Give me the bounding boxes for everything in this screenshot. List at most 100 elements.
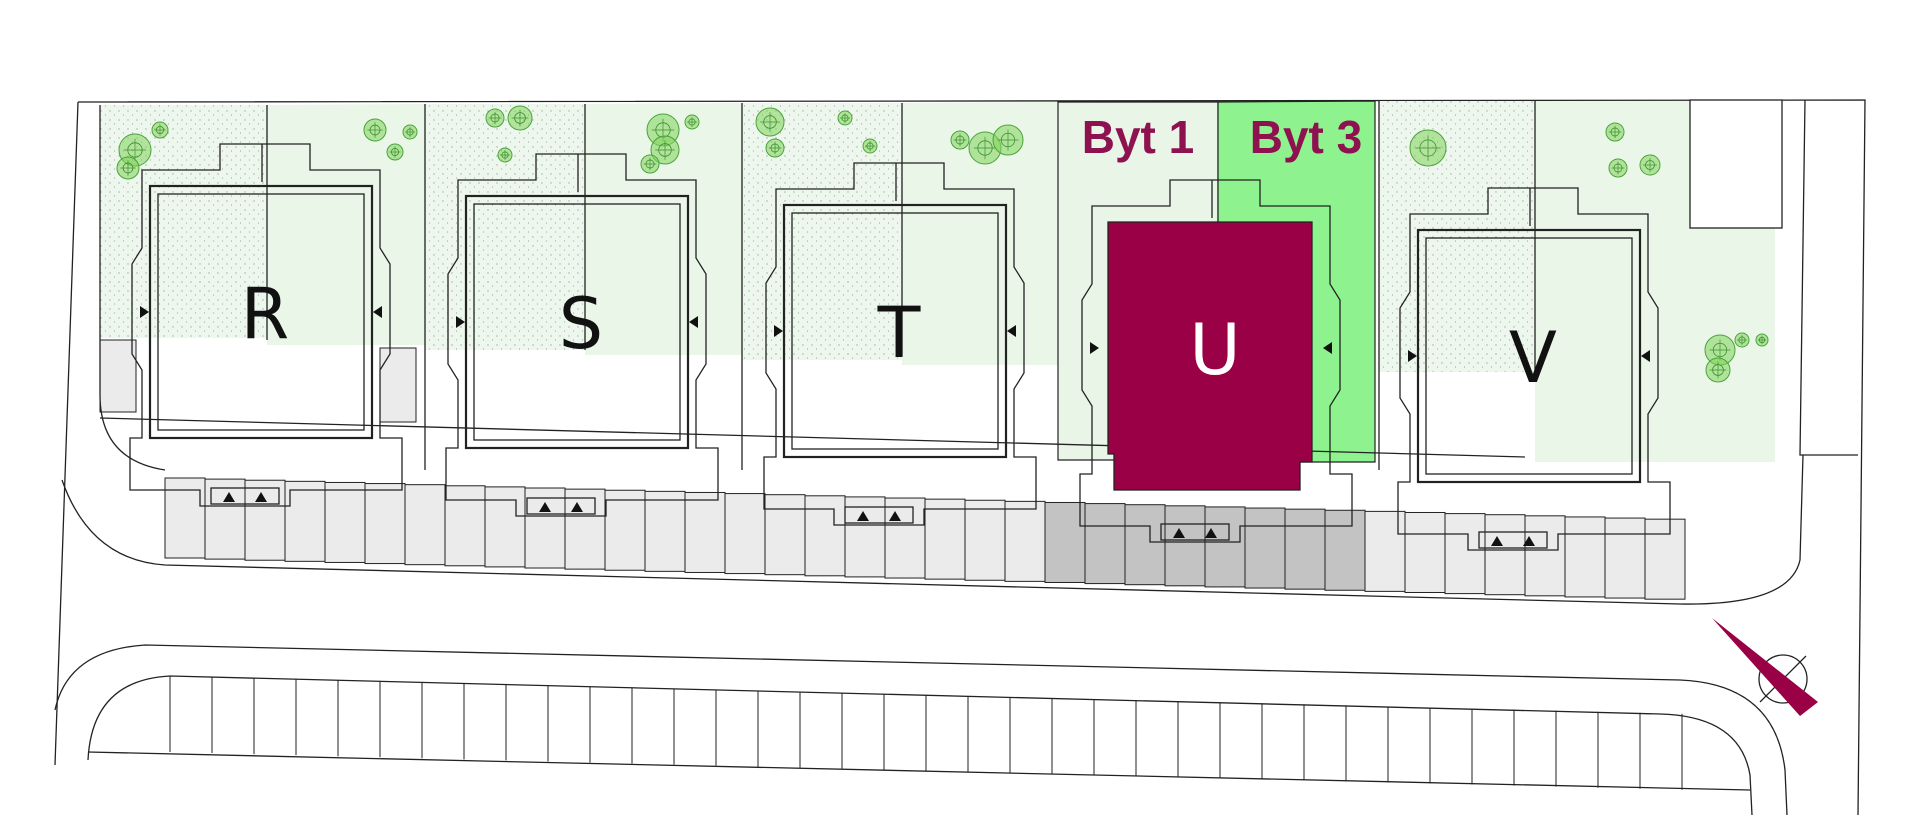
entrance-triangle-icon	[1173, 528, 1185, 538]
entrance-triangle-icon	[255, 492, 267, 502]
parking-space	[364, 483, 406, 565]
entrance-triangle-icon	[539, 502, 551, 512]
entrance-triangle-icon	[1408, 350, 1417, 362]
parking-space	[924, 498, 966, 580]
tree-icon	[837, 110, 853, 126]
parking-space	[844, 496, 886, 578]
parking-space	[484, 486, 526, 568]
parking-space	[804, 495, 846, 577]
parking-space-selected	[1244, 507, 1286, 589]
parking-space	[1004, 500, 1046, 582]
entrance-triangle-icon	[1641, 350, 1650, 362]
entrance-triangle-icon	[571, 502, 583, 512]
parking-space	[1364, 510, 1406, 592]
road-edge-top	[61, 454, 1804, 605]
paved-strip	[379, 347, 417, 423]
trees-layer	[116, 105, 1769, 383]
site-boundary-left	[54, 101, 79, 766]
tree-icon	[1608, 158, 1628, 178]
entrance-triangle-icon	[774, 325, 783, 337]
parking-space-selected	[1124, 504, 1166, 586]
parking-space	[1484, 514, 1526, 596]
back-yard-box	[1689, 99, 1783, 229]
parking-space-selected	[1164, 505, 1206, 587]
parking-space	[284, 480, 326, 562]
tree-icon	[950, 130, 970, 150]
building-letter: V	[1509, 317, 1557, 399]
parking-space	[964, 499, 1006, 581]
parking-space	[204, 478, 246, 560]
tree-icon	[1705, 357, 1731, 383]
tree-icon	[1734, 332, 1750, 348]
parking-space	[724, 493, 766, 575]
parking-space	[764, 494, 806, 576]
garden-zone	[100, 101, 1775, 470]
tree-icon	[386, 143, 404, 161]
entrance-triangle-icon	[456, 316, 465, 328]
buildings-layer: R S T U V	[129, 143, 1671, 551]
entrance-triangle-icon	[223, 492, 235, 502]
parking-space	[1444, 513, 1486, 595]
tree-icon	[151, 121, 169, 139]
building-t[interactable]: T	[763, 162, 1037, 526]
building-v[interactable]: V	[1397, 187, 1671, 551]
paved-strip	[99, 339, 137, 413]
building-letter: T	[877, 292, 921, 374]
tree-icon	[363, 118, 387, 142]
entrance-triangle-icon	[140, 306, 149, 318]
tree-icon	[402, 124, 418, 140]
tree-icon	[507, 105, 533, 131]
parking-space	[644, 490, 686, 572]
parking-space-selected	[1204, 506, 1246, 588]
entrance-triangle-icon	[1205, 528, 1217, 538]
parking-space	[244, 479, 286, 561]
tree-icon	[1755, 333, 1769, 347]
building-s[interactable]: S	[445, 153, 719, 517]
parking-space	[404, 484, 446, 566]
unit-label-byt-3[interactable]: Byt 3	[1250, 111, 1362, 163]
unit-label-byt-1[interactable]: Byt 1	[1082, 111, 1194, 163]
entrance-triangle-icon	[857, 511, 869, 521]
tree-icon	[116, 156, 140, 180]
entrance-triangle-icon	[1323, 342, 1332, 354]
entrance-triangle-icon	[1007, 325, 1016, 337]
building-u[interactable]: U	[1079, 179, 1353, 543]
entrance-triangle-icon	[1090, 342, 1099, 354]
parking-row-upper	[164, 477, 1686, 600]
building-letter: U	[1189, 309, 1240, 391]
parking-space	[444, 485, 486, 567]
building-r[interactable]: R	[129, 143, 403, 507]
tree-icon	[765, 138, 785, 158]
parking-space	[604, 489, 646, 571]
parking-row-lower	[169, 676, 1683, 790]
building-letter: R	[241, 273, 290, 355]
entrance-triangle-icon	[373, 306, 382, 318]
parking-space	[1604, 517, 1646, 599]
site-boundary	[77, 99, 1866, 815]
parking-space	[1644, 518, 1686, 600]
road-edge-bottom	[54, 644, 1788, 815]
parking-lower-outline	[87, 675, 1753, 815]
tree-icon	[755, 107, 785, 137]
parking-space	[324, 481, 366, 563]
tree-icon	[992, 124, 1024, 156]
parking-space	[884, 497, 926, 579]
tree-icon	[1639, 154, 1661, 176]
tree-icon	[684, 114, 700, 130]
tree-icon	[1409, 129, 1447, 167]
north-arrow-icon	[1712, 618, 1818, 716]
parking-space	[1564, 516, 1606, 598]
walkway-edge	[99, 105, 166, 471]
entrance-triangle-icon	[689, 316, 698, 328]
parking-space-selected	[1084, 503, 1126, 585]
entrance-triangle-icon	[1491, 536, 1503, 546]
tree-icon	[650, 135, 680, 165]
building-letter: S	[559, 283, 603, 365]
parking-space-selected	[1044, 501, 1086, 583]
parking-space	[564, 488, 606, 570]
parking-space-selected	[1324, 509, 1366, 591]
entrance-triangle-icon	[889, 511, 901, 521]
tree-icon	[485, 108, 505, 128]
parking-space-selected	[1284, 508, 1326, 590]
